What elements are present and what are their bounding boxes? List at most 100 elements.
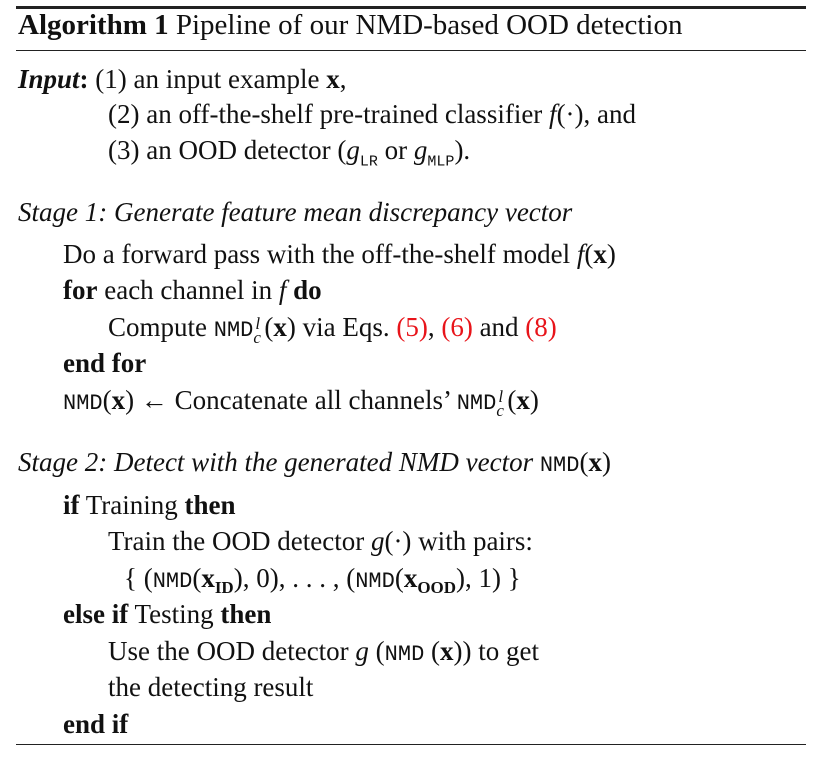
input-colon: : — [79, 64, 89, 94]
for-text: each channel in — [97, 275, 279, 305]
use-g: g — [355, 636, 369, 666]
caption-label: Algorithm 1 — [18, 9, 169, 41]
concat-sup: l — [498, 387, 504, 406]
input-item3-text: (3) an OOD detector ( — [108, 135, 347, 165]
forward-text: Do a forward pass with the off-the-shelf… — [63, 239, 577, 269]
input-item2-fn: f — [549, 99, 557, 129]
pairs-mid: ), 0), . . . , ( — [233, 563, 356, 593]
eq-ref-5[interactable]: (5) — [396, 312, 428, 342]
algorithm-caption: Algorithm 1 Pipeline of our NMD-based OO… — [18, 9, 682, 41]
input-item2-text: (2) an off-the-shelf pre-trained classif… — [108, 99, 550, 129]
stage2-heading-nmd: NMD — [539, 453, 580, 478]
use-nmd: NMD — [384, 642, 425, 667]
eq-ref-8[interactable]: (8) — [525, 312, 557, 342]
input-item3-post: ). — [454, 135, 471, 165]
compute-mid: ) via Eqs. — [286, 312, 397, 342]
use-post: to get — [471, 636, 540, 666]
caption-rule — [16, 50, 806, 52]
elseif-keyword: else if — [63, 599, 129, 629]
stage1-heading: Stage 1: Generate feature mean discrepan… — [18, 197, 573, 227]
eq-sep: , — [427, 312, 442, 342]
stage2-heading-close: ) — [601, 447, 611, 477]
use-open2: ( — [424, 636, 441, 666]
stage2-heading-var: x — [588, 447, 602, 477]
pairs-nmd1: NMD — [152, 569, 193, 594]
for-var: f — [278, 275, 287, 305]
stage2-elseif-line: else if Testing then — [63, 598, 271, 630]
forward-var: x — [593, 239, 607, 269]
concat-nmd2: NMD — [456, 391, 497, 416]
input-item1-text: (1) an input example — [95, 64, 327, 94]
pairs-x1-sub: ID — [214, 578, 234, 597]
concat-text: ← Concatenate all channels’ — [134, 385, 457, 415]
input-item3-g2: g — [413, 135, 428, 165]
forward-close: ) — [606, 239, 616, 269]
top-rule — [16, 6, 806, 9]
compute-open: ( — [264, 312, 274, 342]
train-arg: (·) — [384, 526, 412, 556]
input-item1-post: , — [339, 64, 347, 94]
stage2-use-line: Use the OOD detector g (NMD (x)) to get — [108, 635, 539, 671]
for-keyword: for — [63, 275, 98, 305]
stage1-forward-line: Do a forward pass with the off-the-shelf… — [63, 238, 616, 270]
use-open: ( — [368, 636, 385, 666]
compute-text: Compute — [108, 312, 214, 342]
concat-nmd: NMD — [63, 391, 103, 416]
stage2-pairs-line: { (NMD(xID), 0), . . . , (NMD(xOOD), 1) … — [124, 562, 521, 598]
pairs-nmd2: NMD — [355, 569, 395, 594]
eq-and: and — [472, 312, 526, 342]
stage1-endfor: end for — [63, 348, 147, 378]
elseif-condition: Testing — [128, 599, 221, 629]
bottom-rule — [16, 744, 806, 746]
train-g: g — [370, 526, 385, 556]
then2-keyword: then — [220, 599, 272, 629]
eq-ref-6[interactable]: (6) — [441, 312, 473, 342]
pairs-open: { ( — [124, 563, 153, 593]
concat-sub: c — [496, 401, 504, 420]
caption-title: Pipeline of our NMD-based OOD detection — [175, 9, 683, 41]
pairs-x2: x — [403, 563, 418, 593]
use-close: )) — [453, 636, 472, 666]
stage2-heading-open: ( — [579, 447, 589, 477]
stage2-heading-line: Stage 2: Detect with the generated NMD v… — [18, 446, 611, 482]
use-var: x — [440, 636, 454, 666]
input-item2-post: , and — [583, 99, 637, 129]
concat-var2: x — [516, 385, 530, 415]
input-line-2: (2) an off-the-shelf pre-trained classif… — [108, 98, 636, 130]
then-keyword: then — [184, 490, 236, 520]
pairs-p1: ( — [192, 563, 202, 593]
pairs-p2: ( — [394, 563, 404, 593]
pairs-close: ), 1) } — [456, 563, 521, 593]
compute-sup: l — [255, 314, 261, 333]
input-item1-var: x — [326, 64, 340, 94]
input-item3-g2-sub: MLP — [427, 153, 455, 171]
stage2-train-line: Train the OOD detector g(·) with pairs: — [108, 525, 533, 557]
concat-open: ( — [102, 385, 112, 415]
input-item3-g1-sub: LR — [359, 153, 378, 171]
forward-open: ( — [584, 239, 594, 269]
concat-var: x — [111, 385, 126, 415]
stage2-if-line: if Training then — [63, 489, 236, 521]
stage1-for-line: for each channel in f do — [63, 274, 322, 306]
input-item3-or: or — [377, 135, 414, 165]
do-keyword: do — [293, 275, 322, 305]
input-line-1: Input: (1) an input example x, — [18, 63, 346, 95]
input-item2-arg: (·) — [556, 99, 584, 129]
stage2-heading: Stage 2: Detect with the generated NMD v… — [18, 447, 540, 477]
if-condition: Training — [79, 490, 185, 520]
if-keyword: if — [63, 490, 80, 520]
use-text: Use the OOD detector — [108, 636, 356, 666]
train-post: with pairs: — [411, 526, 533, 556]
compute-sub: c — [253, 328, 261, 347]
concat-close: ) — [125, 385, 135, 415]
stage2-use-line-2: the detecting result — [108, 672, 314, 702]
stage2-endif: end if — [63, 709, 129, 739]
compute-var: x — [273, 312, 287, 342]
input-line-3: (3) an OOD detector (gLR or gMLP). — [108, 134, 471, 169]
input-label: Input — [18, 64, 80, 94]
